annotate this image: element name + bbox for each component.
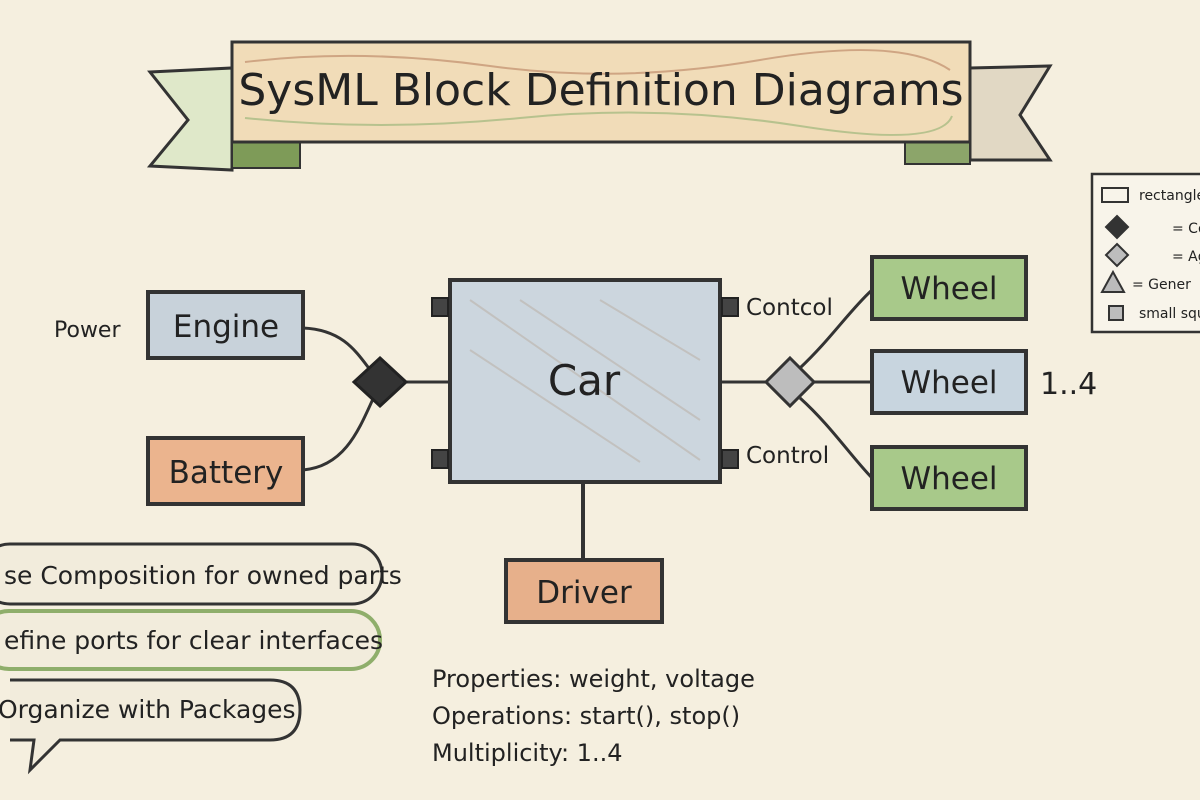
wheel-mid-label: Wheel xyxy=(900,365,997,401)
banner-sketch-line xyxy=(244,111,953,136)
car-sketch-shading xyxy=(469,299,701,463)
car-block[interactable]: Car xyxy=(431,278,739,484)
properties-note: Properties: weight, voltage xyxy=(432,665,755,693)
engine-label: Engine xyxy=(173,309,279,345)
driver-label: Driver xyxy=(536,575,632,611)
triangle-icon xyxy=(1100,269,1126,293)
battery-block-box xyxy=(146,436,305,506)
tip-bubble-3 xyxy=(10,678,302,775)
small-square-icon xyxy=(1108,305,1124,321)
wheel-bottom-box xyxy=(870,445,1028,511)
tip-bubble-2 xyxy=(0,609,382,671)
car-label: Car xyxy=(548,356,621,405)
driver-block-box xyxy=(504,558,664,624)
tip-text-3: Organize with Packages xyxy=(0,695,296,724)
tips: se Composition for owned parts efine por… xyxy=(0,542,402,775)
engine-block[interactable]: Engine xyxy=(146,290,305,360)
title-banner: SysML Block Definition Diagrams xyxy=(146,40,1053,172)
tip-bubble-1 xyxy=(0,542,384,606)
wheel-top-block[interactable]: Wheel xyxy=(870,255,1028,321)
legend-rectangle: rectangle xyxy=(1139,188,1200,204)
port-label-bottom: Control xyxy=(746,443,829,469)
port-right-bottom xyxy=(721,449,739,469)
port-left-bottom xyxy=(431,449,449,469)
wheel-mid-box xyxy=(870,349,1028,415)
legend: rectangle = Co = Ag = Gener small squ xyxy=(1090,172,1200,334)
connectors xyxy=(302,288,874,560)
banner-left-fold xyxy=(231,141,301,169)
wheel-mid-block[interactable]: Wheel xyxy=(870,349,1028,415)
composition-diamond xyxy=(351,355,409,409)
operations-note: Operations: start(), stop() xyxy=(432,702,740,730)
tip-text-1: se Composition for owned parts xyxy=(4,561,402,590)
legend-composition: = Co xyxy=(1172,221,1200,237)
legend-generalization: = Gener xyxy=(1132,277,1191,293)
wheel-top-box xyxy=(870,255,1028,321)
wheel-bottom-block[interactable]: Wheel xyxy=(870,445,1028,511)
driver-block[interactable]: Driver xyxy=(504,558,664,624)
page-title: SysML Block Definition Diagrams xyxy=(238,65,963,116)
banner-right-ribbon xyxy=(968,64,1053,162)
engine-block-box xyxy=(146,290,305,360)
battery-block[interactable]: Battery xyxy=(146,436,305,506)
banner-left-ribbon xyxy=(146,66,234,172)
legend-small-square: small squ xyxy=(1139,306,1200,322)
wheel-bottom-connector xyxy=(798,396,874,480)
filled-diamond-icon xyxy=(1104,214,1130,240)
car-block-box xyxy=(448,278,722,484)
hollow-diamond-icon xyxy=(1104,242,1130,268)
multiplicity-note: Multiplicity: 1..4 xyxy=(432,739,622,767)
wheel-top-connector xyxy=(798,288,874,370)
banner-sketch-line xyxy=(244,49,951,75)
aggregation-diamond xyxy=(763,355,817,409)
port-label-top: Contcol xyxy=(746,295,833,321)
battery-label: Battery xyxy=(169,455,284,491)
power-port-label: Power xyxy=(54,318,121,343)
notes: Properties: weight, voltage Operations: … xyxy=(432,665,755,767)
tip-text-2: efine ports for clear interfaces xyxy=(4,626,383,655)
legend-aggregation: = Ag xyxy=(1172,249,1200,265)
multiplicity-label: 1..4 xyxy=(1040,367,1097,402)
port-left-top xyxy=(431,297,449,317)
wheel-top-label: Wheel xyxy=(900,271,997,307)
port-right-top xyxy=(721,297,739,317)
rectangle-icon xyxy=(1101,187,1129,203)
wheel-bottom-label: Wheel xyxy=(900,461,997,497)
